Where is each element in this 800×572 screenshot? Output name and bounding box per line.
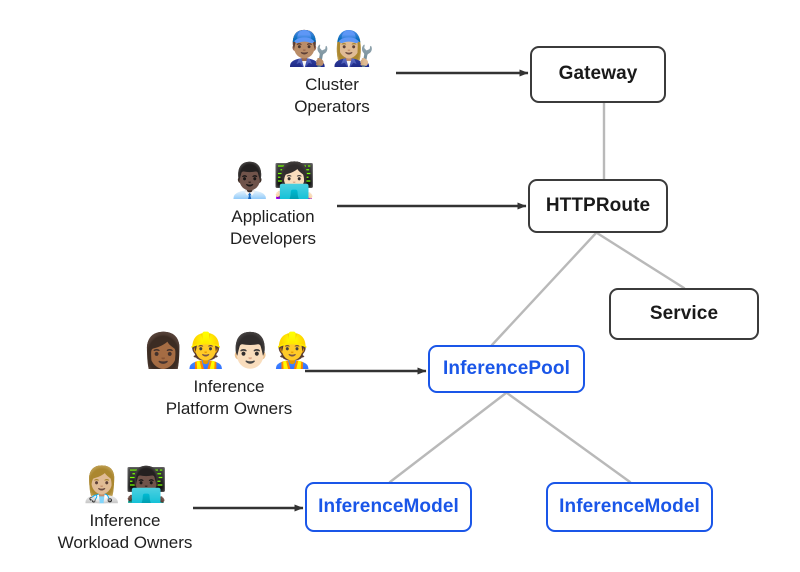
- node-gateway[interactable]: Gateway: [530, 46, 666, 103]
- persona-cluster-operators-line2: Operators: [294, 96, 370, 116]
- node-inferencemodel-left[interactable]: InferenceModel: [305, 482, 472, 532]
- node-service[interactable]: Service: [609, 288, 759, 340]
- inference-platform-owners-emoji-icon: 👩🏾‍👷👨🏻‍👷: [142, 332, 316, 370]
- cluster-operators-emoji-icon: 👨🏽‍🔧👩🏼‍🔧: [287, 30, 377, 68]
- persona-application-developers-line2: Developers: [230, 228, 316, 248]
- persona-inference-workload-owners-label: Inference Workload Owners: [58, 510, 193, 554]
- inference-workload-owners-emoji-icon: 👩🏼‍⚕️👨🏿‍💻: [80, 466, 170, 504]
- edge-httproute-to-inferencepool: [490, 231, 598, 347]
- persona-inference-workload-owners-line2: Workload Owners: [57, 532, 193, 552]
- persona-inference-workload-owners: 👩🏼‍⚕️👨🏿‍💻 Inference Workload Owners: [15, 464, 235, 554]
- node-inferencepool[interactable]: InferencePool: [428, 345, 585, 393]
- persona-cluster-operators: 👨🏽‍🔧👩🏼‍🔧 Cluster Operators: [222, 28, 442, 118]
- application-developers-emoji-icon: 👨🏿‍💼👩🏻‍💻: [228, 162, 318, 200]
- persona-inference-platform-owners-line2: Platform Owners: [165, 398, 293, 418]
- persona-cluster-operators-line1: Cluster: [305, 75, 359, 94]
- node-httproute-label: HTTPRoute: [545, 194, 651, 216]
- node-gateway-label: Gateway: [558, 63, 638, 85]
- edge-inferencepool-to-model-right: [505, 391, 632, 484]
- persona-application-developers-label: Application Developers: [230, 206, 316, 250]
- persona-inference-platform-owners-line1: Inference: [193, 377, 265, 396]
- edge-inferencepool-to-model-left: [388, 391, 508, 484]
- persona-inference-workload-owners-line1: Inference: [89, 511, 161, 530]
- persona-cluster-operators-label: Cluster Operators: [294, 74, 370, 118]
- node-service-label: Service: [649, 302, 719, 324]
- node-inferencemodel-right-label: InferenceModel: [559, 495, 700, 517]
- persona-inference-platform-owners-label: Inference Platform Owners: [166, 376, 293, 420]
- node-httproute[interactable]: HTTPRoute: [528, 179, 668, 233]
- node-inferencepool-label: InferencePool: [443, 357, 570, 379]
- node-inferencemodel-left-label: InferenceModel: [318, 495, 459, 517]
- persona-application-developers: 👨🏿‍💼👩🏻‍💻 Application Developers: [163, 160, 383, 250]
- node-inferencemodel-right[interactable]: InferenceModel: [546, 482, 713, 532]
- edge-httproute-to-service: [595, 231, 686, 290]
- persona-application-developers-line1: Application: [231, 207, 315, 226]
- persona-inference-platform-owners: 👩🏾‍👷👨🏻‍👷 Inference Platform Owners: [119, 330, 339, 420]
